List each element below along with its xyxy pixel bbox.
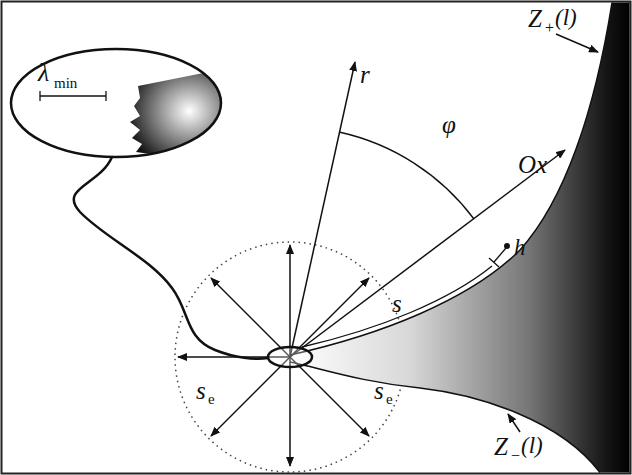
- radius-label: s: [374, 378, 384, 403]
- boundary-label: Z: [494, 434, 508, 459]
- radius-label: e: [208, 392, 215, 407]
- boundary-label: (l): [555, 6, 577, 29]
- radius-label: e: [386, 392, 393, 407]
- arc-length-label: s: [392, 291, 402, 316]
- boundary-label: +: [545, 20, 554, 36]
- distance-label: h: [514, 236, 526, 259]
- callout-bubble: λmin: [8, 46, 224, 160]
- boundary-label: −: [511, 448, 520, 464]
- axis-label: r: [360, 62, 370, 87]
- axis-label: Ox: [518, 152, 547, 177]
- wavelength-label: min: [54, 76, 77, 91]
- boundary-label: Z: [528, 6, 542, 31]
- wavelength-label: λ: [38, 60, 49, 86]
- boundary-label: (l): [521, 434, 543, 457]
- radius-label: s: [196, 378, 206, 403]
- angle-label: φ: [442, 112, 456, 137]
